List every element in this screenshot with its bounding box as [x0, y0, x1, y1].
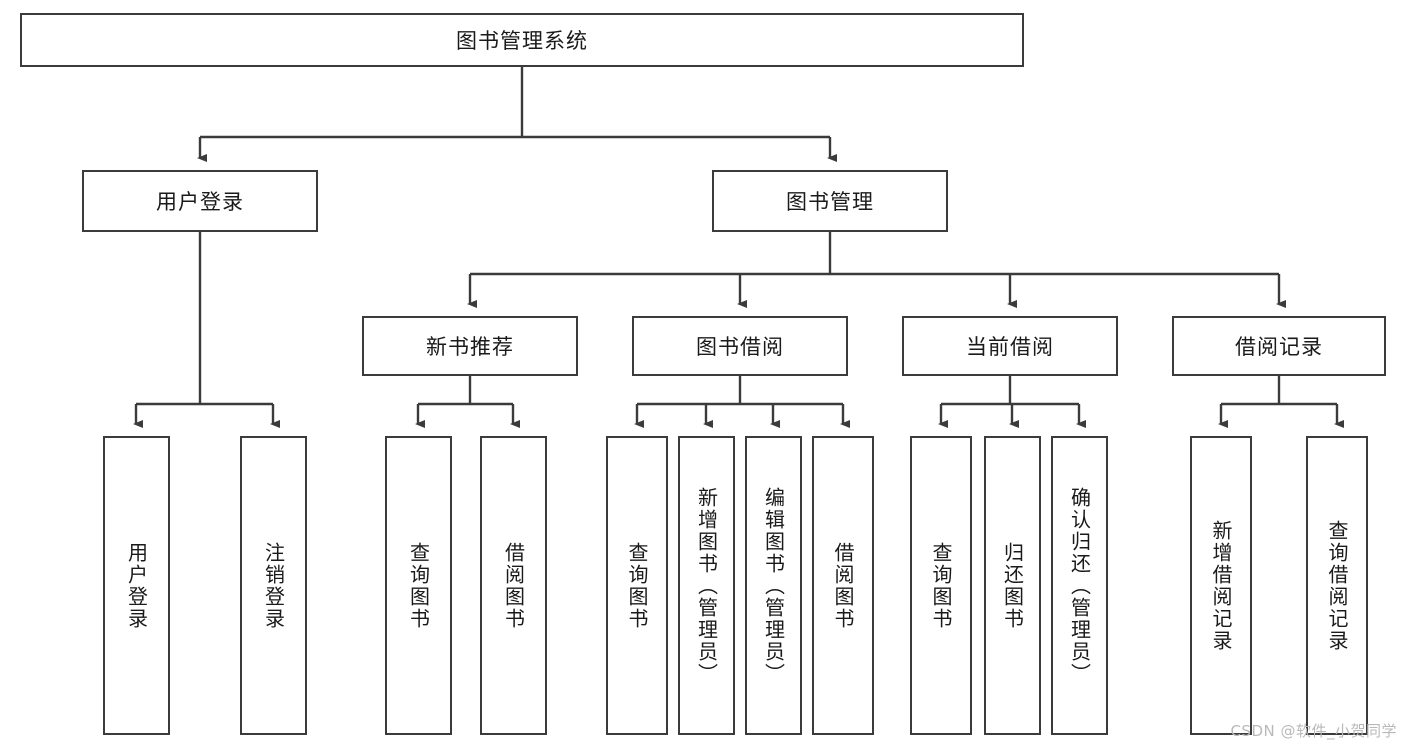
- node-borrow-record[interactable]: 借阅记录: [1172, 316, 1386, 376]
- node-new-book-recommend[interactable]: 新书推荐: [362, 316, 578, 376]
- node-current-borrow[interactable]: 当前借阅: [902, 316, 1118, 376]
- node-root-label: 图书管理系统: [456, 29, 588, 53]
- leaf-edit-book-admin[interactable]: 编辑图书（管理员）: [745, 436, 802, 735]
- leaf-edit-book-admin-label: 编辑图书（管理员）: [761, 486, 786, 685]
- leaf-user-login-label: 用户登录: [124, 541, 149, 630]
- node-user-login-label: 用户登录: [156, 190, 244, 214]
- leaf-user-logout[interactable]: 注销登录: [240, 436, 307, 735]
- leaf-query-book-recommend[interactable]: 查询图书: [385, 436, 452, 735]
- leaf-add-book-admin[interactable]: 新增图书（管理员）: [678, 436, 735, 735]
- leaf-user-login[interactable]: 用户登录: [103, 436, 170, 735]
- node-current-borrow-label: 当前借阅: [966, 335, 1054, 359]
- leaf-add-book-admin-label: 新增图书（管理员）: [694, 486, 719, 685]
- node-borrow-record-label: 借阅记录: [1235, 335, 1323, 359]
- node-user-login[interactable]: 用户登录: [82, 170, 318, 232]
- leaf-query-book-borrow-label: 查询图书: [625, 541, 649, 630]
- leaf-query-book-borrow[interactable]: 查询图书: [606, 436, 668, 735]
- leaf-borrow-book[interactable]: 借阅图书: [812, 436, 874, 735]
- watermark-text: CSDN @软件_小贺同学: [1230, 722, 1397, 740]
- leaf-add-borrow-record[interactable]: 新增借阅记录: [1190, 436, 1252, 735]
- leaf-confirm-return-admin[interactable]: 确认归还（管理员）: [1051, 436, 1108, 735]
- leaf-user-logout-label: 注销登录: [261, 541, 286, 630]
- node-book-management[interactable]: 图书管理: [712, 170, 948, 232]
- leaf-query-book-recommend-label: 查询图书: [406, 541, 431, 630]
- leaf-borrow-book-recommend[interactable]: 借阅图书: [480, 436, 547, 735]
- leaf-query-borrow-record[interactable]: 查询借阅记录: [1306, 436, 1368, 735]
- leaf-confirm-return-admin-label: 确认归还（管理员）: [1067, 486, 1092, 685]
- leaf-query-book-current-label: 查询图书: [929, 541, 953, 630]
- leaf-query-borrow-record-label: 查询借阅记录: [1325, 519, 1349, 652]
- leaf-return-book[interactable]: 归还图书: [984, 436, 1041, 735]
- node-book-borrow[interactable]: 图书借阅: [632, 316, 848, 376]
- leaf-borrow-book-recommend-label: 借阅图书: [501, 541, 526, 630]
- leaf-borrow-book-label: 借阅图书: [831, 541, 855, 630]
- node-new-book-recommend-label: 新书推荐: [426, 335, 514, 359]
- node-book-management-label: 图书管理: [786, 190, 874, 214]
- leaf-return-book-label: 归还图书: [1000, 541, 1025, 630]
- leaf-query-book-current[interactable]: 查询图书: [910, 436, 972, 735]
- node-book-borrow-label: 图书借阅: [696, 335, 784, 359]
- node-root[interactable]: 图书管理系统: [20, 13, 1024, 67]
- leaf-add-borrow-record-label: 新增借阅记录: [1209, 519, 1233, 652]
